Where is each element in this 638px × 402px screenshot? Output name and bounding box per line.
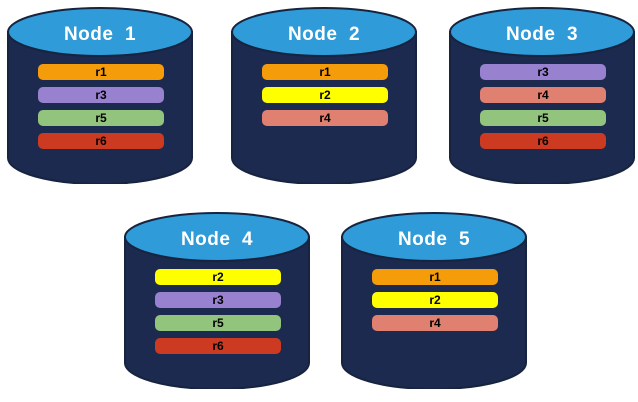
- replica-bar-r1[interactable]: r1: [372, 269, 498, 285]
- database-node-3[interactable]: Node 3 r3 r4 r5 r6: [448, 6, 636, 184]
- database-node-2[interactable]: Node 2 r1 r2 r4: [230, 6, 418, 184]
- replica-list: r2 r3 r5 r6: [155, 269, 281, 361]
- replica-bar-r1[interactable]: r1: [38, 64, 164, 80]
- replica-bar-r2[interactable]: r2: [155, 269, 281, 285]
- replica-bar-r3[interactable]: r3: [38, 87, 164, 103]
- node-title: Node 3: [505, 24, 579, 45]
- cylinder-top-ellipse: [124, 212, 310, 262]
- database-node-1[interactable]: Node 1 r1 r3 r5 r6: [6, 6, 194, 184]
- replica-bar-r2[interactable]: r2: [262, 87, 388, 103]
- node-title: Node 5: [397, 229, 471, 250]
- database-node-5[interactable]: Node 5 r1 r2 r4: [340, 211, 528, 389]
- replica-bar-r6[interactable]: r6: [155, 338, 281, 354]
- replica-bar-r4[interactable]: r4: [262, 110, 388, 126]
- database-node-4[interactable]: Node 4 r2 r3 r5 r6: [123, 211, 311, 389]
- replica-bar-r3[interactable]: r3: [480, 64, 606, 80]
- replica-bar-r2[interactable]: r2: [372, 292, 498, 308]
- node-title: Node 1: [63, 24, 137, 45]
- cylinder-top-ellipse: [341, 212, 527, 262]
- replica-bar-r6[interactable]: r6: [38, 133, 164, 149]
- replica-bar-r3[interactable]: r3: [155, 292, 281, 308]
- replica-bar-r6[interactable]: r6: [480, 133, 606, 149]
- replica-bar-r5[interactable]: r5: [38, 110, 164, 126]
- replica-bar-r4[interactable]: r4: [372, 315, 498, 331]
- replica-list: r1 r3 r5 r6: [38, 64, 164, 156]
- cylinder-top-ellipse: [449, 7, 635, 57]
- node-title: Node 4: [180, 229, 254, 250]
- cylinder-top-ellipse: [7, 7, 193, 57]
- cylinder-top-ellipse: [231, 7, 417, 57]
- replica-bar-r5[interactable]: r5: [480, 110, 606, 126]
- replica-bar-r1[interactable]: r1: [262, 64, 388, 80]
- replica-list: r3 r4 r5 r6: [480, 64, 606, 156]
- replica-bar-r5[interactable]: r5: [155, 315, 281, 331]
- replica-list: r1 r2 r4: [372, 269, 498, 338]
- replica-list: r1 r2 r4: [262, 64, 388, 133]
- replica-bar-r4[interactable]: r4: [480, 87, 606, 103]
- node-title: Node 2: [287, 24, 361, 45]
